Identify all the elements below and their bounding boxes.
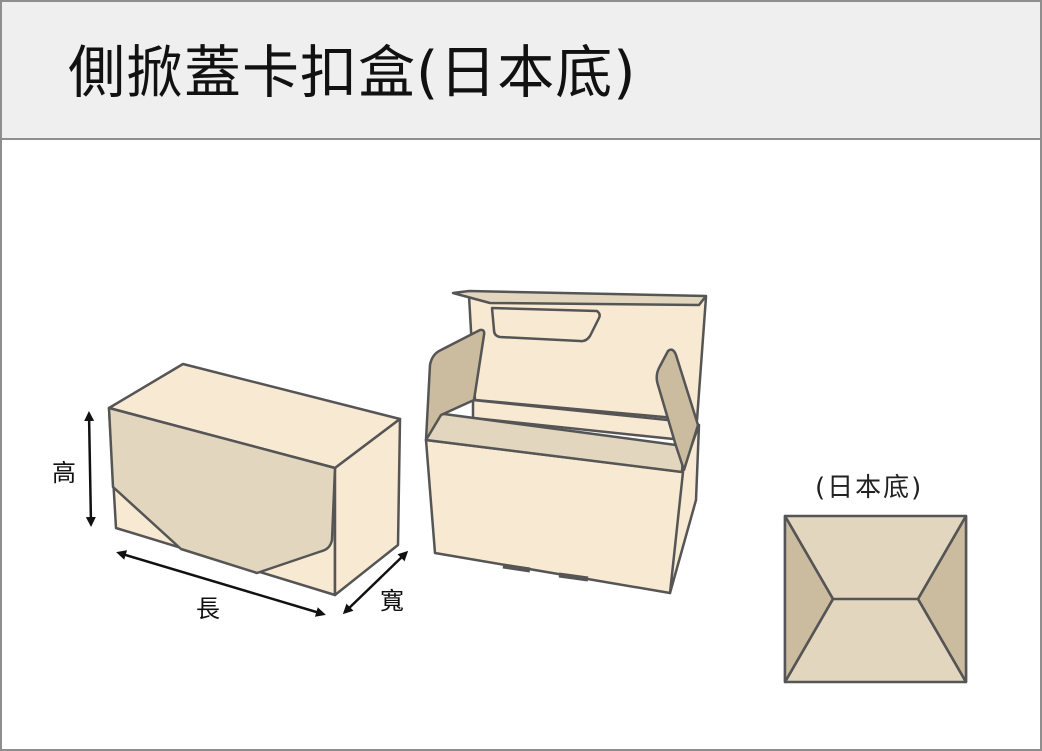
open-box-right-dust-flap <box>655 348 700 472</box>
open-box-left-dust-flap <box>424 328 486 442</box>
header-bar: 側掀蓋卡扣盒(日本底) <box>2 2 1040 140</box>
japanese-bottom-view <box>783 514 968 684</box>
bottom-notch-2 <box>558 572 589 582</box>
width-label: 寬 <box>380 587 404 615</box>
bottom-fold-lines-lower <box>783 598 835 683</box>
height-arrow <box>84 411 96 527</box>
length-label: 長 <box>196 595 220 623</box>
bottom-fold-lines <box>783 515 968 601</box>
page-title: 側掀蓋卡扣盒(日本底) <box>68 40 637 106</box>
open-box-lid-tuck-flap <box>451 289 708 307</box>
bottom-view-caption: (日本底) <box>815 473 924 503</box>
dimension-arrows <box>84 411 409 617</box>
open-box-lid-slot <box>490 306 601 343</box>
bottom-fold-right-lower <box>916 598 968 683</box>
length-arrow <box>116 550 326 617</box>
closed-box-illustration <box>107 362 402 597</box>
height-label: 高 <box>52 459 76 487</box>
open-box-illustration <box>424 289 708 595</box>
bottom-notch-1 <box>502 563 531 573</box>
width-arrow <box>342 550 409 615</box>
